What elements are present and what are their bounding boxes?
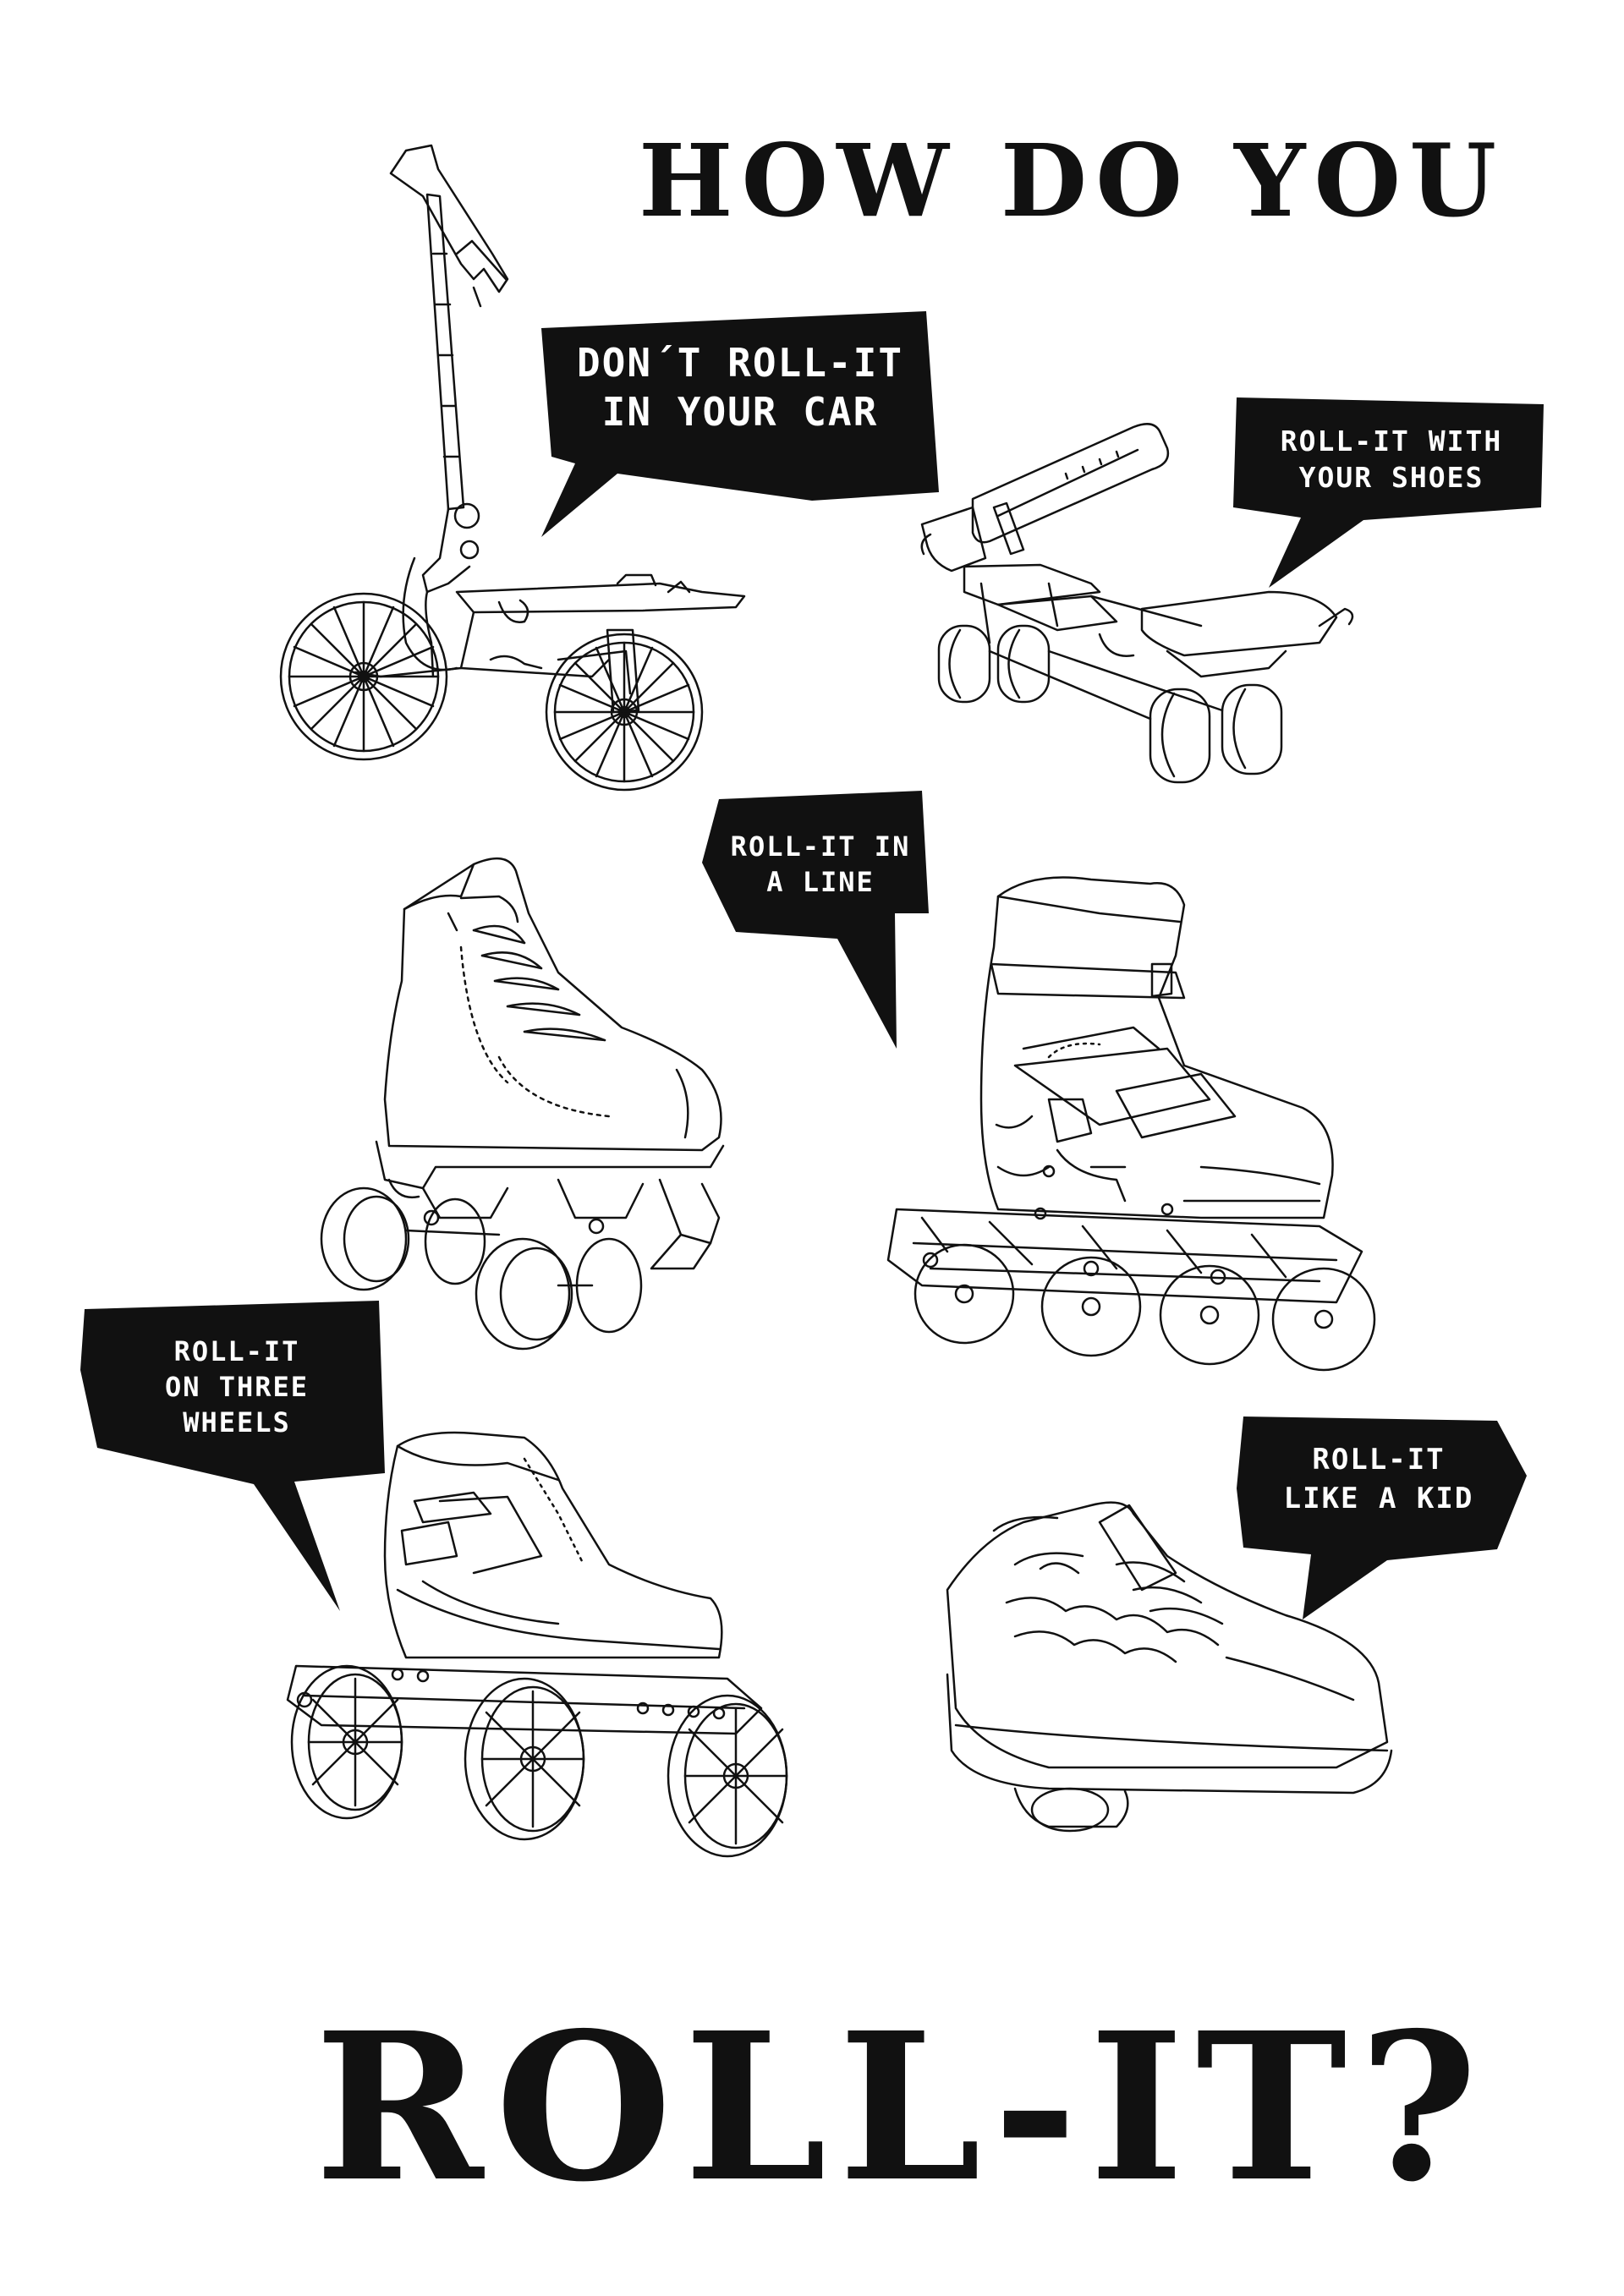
bubble-kid-text: ROLL-IT LIKE A KID (1248, 1440, 1510, 1518)
inline-skate-icon (888, 878, 1374, 1371)
bubble-three-line2: ON THREE (164, 1371, 310, 1403)
bubble-kid-shape (1237, 1417, 1527, 1619)
wheeled-sneaker-icon (947, 1503, 1391, 1831)
bubble-kid-line2: LIKE A KID (1283, 1482, 1474, 1515)
bubble-line-shape (702, 791, 929, 1049)
bubble-car-line2: IN YOUR CAR (601, 389, 879, 435)
bubble-car-shape (541, 311, 939, 537)
bubble-shoes-line1: ROLL-IT WITH (1280, 425, 1503, 458)
bubble-car-text: DON´T ROLL-IT IN YOUR CAR (554, 338, 926, 436)
bubble-car-line1: DON´T ROLL-IT (576, 340, 904, 386)
title-roll-it: ROLL-IT? (315, 1988, 1490, 2227)
bubble-kid-line1: ROLL-IT (1312, 1443, 1446, 1477)
title-how-do-you: HOW DO YOU (639, 122, 1506, 239)
bubble-shoes-text: ROLL-IT WITH YOUR SHOES (1243, 423, 1539, 496)
bubble-line-line1: ROLL-IT IN (730, 830, 911, 863)
bubble-line-line2: A LINE (766, 866, 875, 898)
strap-on-roller-skate-icon (922, 424, 1352, 782)
bubble-shoes-line2: YOUR SHOES (1298, 461, 1484, 494)
three-wheel-speed-skate-icon (288, 1433, 787, 1856)
bubble-three-line3: WHEELS (183, 1406, 291, 1438)
foldable-scooter-icon (281, 145, 744, 790)
bubble-three-line1: ROLL-IT (173, 1335, 300, 1367)
quad-roller-skate-icon (321, 858, 723, 1349)
bubble-line-text: ROLL-IT IN A LINE (719, 829, 922, 900)
bubble-three-text: ROLL-IT ON THREE WHEELS (93, 1334, 381, 1440)
bubble-three-shape (80, 1301, 385, 1611)
bubble-shoes-shape (1233, 397, 1544, 588)
